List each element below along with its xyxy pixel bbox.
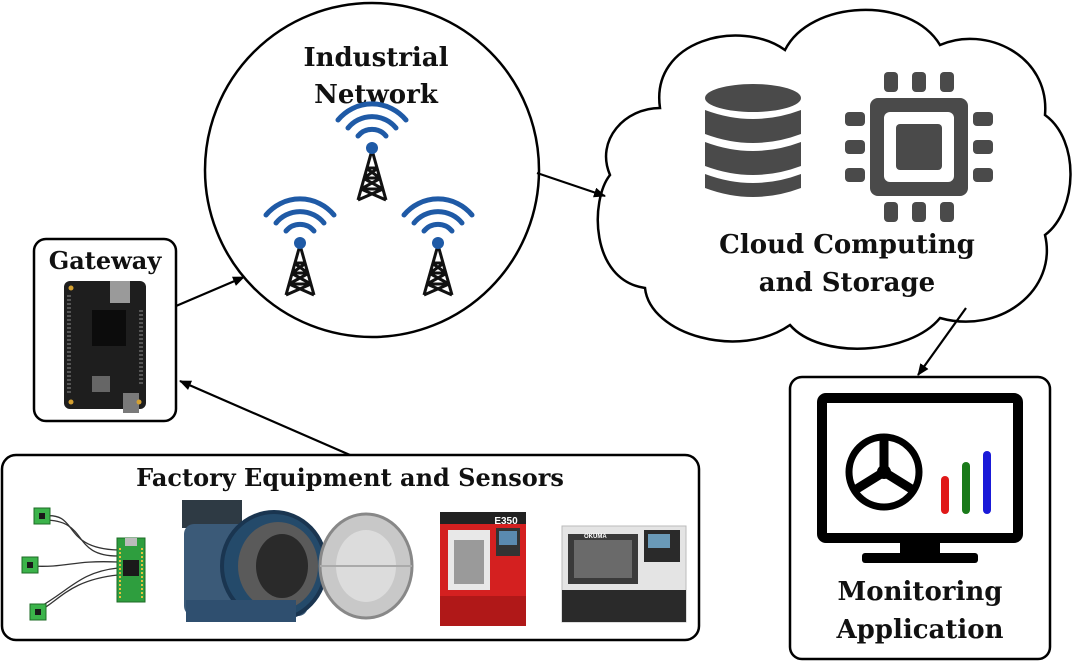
circuit-board-icon — [64, 281, 146, 413]
monitor-icon — [817, 393, 1023, 563]
arrow-factory-to-gateway — [179, 379, 351, 457]
monitoring-node: Monitoring Application — [788, 375, 1052, 661]
cloud-label-line1: Cloud Computing — [719, 230, 975, 260]
factory-node: Factory Equipment and Sensors — [0, 453, 701, 642]
monitoring-label-line2: Application — [835, 615, 1003, 645]
lathe-brand-label: OKUMA — [584, 534, 607, 540]
cloud-node: Cloud Computing and Storage — [596, 8, 1072, 350]
cnc-machine-illustration: E350 — [440, 512, 526, 626]
sensor-icon — [33, 507, 51, 525]
factory-label: Factory Equipment and Sensors — [136, 463, 564, 492]
cnc-model-badge: E350 — [494, 516, 518, 527]
sensor-icon — [21, 556, 39, 574]
cpu-chip-icon — [845, 72, 993, 222]
autoclave-illustration — [182, 500, 414, 622]
industrial-network-node: Industrial Network — [203, 1, 541, 339]
network-label-line1: Industrial — [303, 43, 448, 73]
dashboard-gauge-icon — [845, 433, 923, 511]
monitoring-label-line1: Monitoring — [838, 577, 1003, 607]
cloud-label-line2: and Storage — [759, 268, 935, 298]
gateway-label: Gateway — [49, 246, 163, 275]
connectors — [175, 171, 967, 457]
lathe-machine-illustration: OKUMA — [561, 525, 687, 623]
sensor-icon — [29, 603, 47, 621]
bar-chart-icon — [941, 451, 991, 514]
arrow-cloud-to-monitoring — [917, 307, 967, 376]
arrow-network-to-cloud — [536, 171, 606, 198]
sensor-board-illustration — [21, 507, 146, 621]
database-icon — [705, 84, 801, 197]
gateway-node: Gateway — [32, 237, 178, 423]
arrow-gateway-to-network — [175, 275, 245, 308]
